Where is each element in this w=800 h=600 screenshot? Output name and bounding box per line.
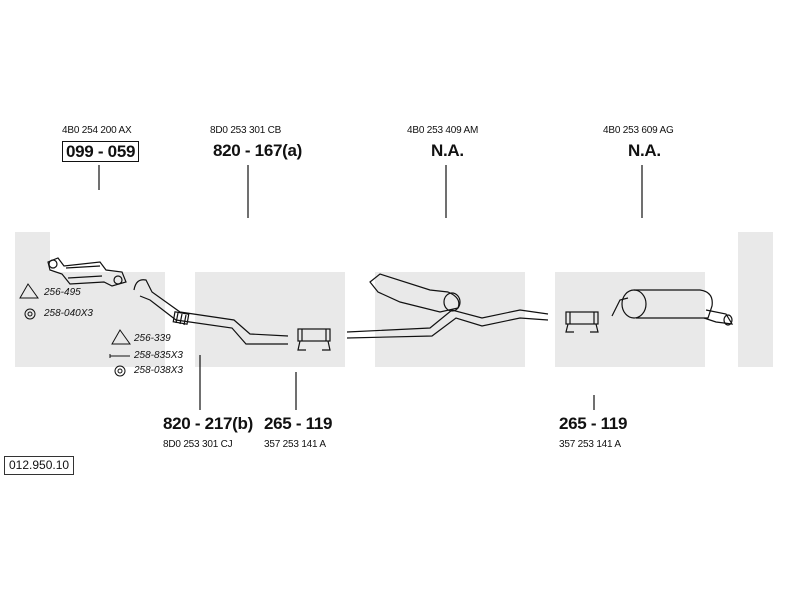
oem-number: 8D0 253 301 CB <box>210 125 282 136</box>
legend-item: 256-495 <box>44 287 81 298</box>
part-number: 820 - 217(b) <box>163 414 253 433</box>
nut-icon <box>24 308 36 320</box>
legend-symbols <box>19 283 131 377</box>
pipe-clamp <box>565 311 599 333</box>
part-number: 265 - 119 <box>559 414 628 433</box>
legend-item: 258-835X3 <box>134 350 183 361</box>
part-number: 265 - 119 <box>264 414 333 433</box>
catalytic-converter <box>47 257 127 287</box>
diagram-reference: 012.950.10 <box>4 456 75 475</box>
legend-item: 258-038X3 <box>134 365 183 376</box>
legend-item: 256-339 <box>134 333 171 344</box>
oem-number: 4B0 254 200 AX <box>62 125 132 136</box>
part-number: 820 - 167(a) <box>213 141 303 160</box>
legend-item: 258-040X3 <box>44 308 93 319</box>
oem-number: 4B0 253 609 AG <box>603 125 674 136</box>
middle-silencer <box>346 273 549 339</box>
oem-number: 4B0 253 409 AM <box>407 125 479 136</box>
rear-silencer <box>611 289 734 326</box>
front-pipe <box>133 279 289 345</box>
oem-number: 8D0 253 301 CJ <box>163 439 233 450</box>
oem-number: 357 253 141 A <box>559 439 621 450</box>
gasket-triangle-icon <box>111 329 131 345</box>
pipe-clamp <box>297 328 331 351</box>
part-number: 099 - 059 <box>62 141 140 162</box>
part-number: N.A. <box>628 141 661 160</box>
leader-lines <box>98 165 643 410</box>
gasket-triangle-icon <box>19 283 39 299</box>
oem-number: 357 253 141 A <box>264 439 326 450</box>
brand-watermark <box>15 232 773 367</box>
washer-icon <box>114 365 126 377</box>
part-number: N.A. <box>431 141 464 160</box>
